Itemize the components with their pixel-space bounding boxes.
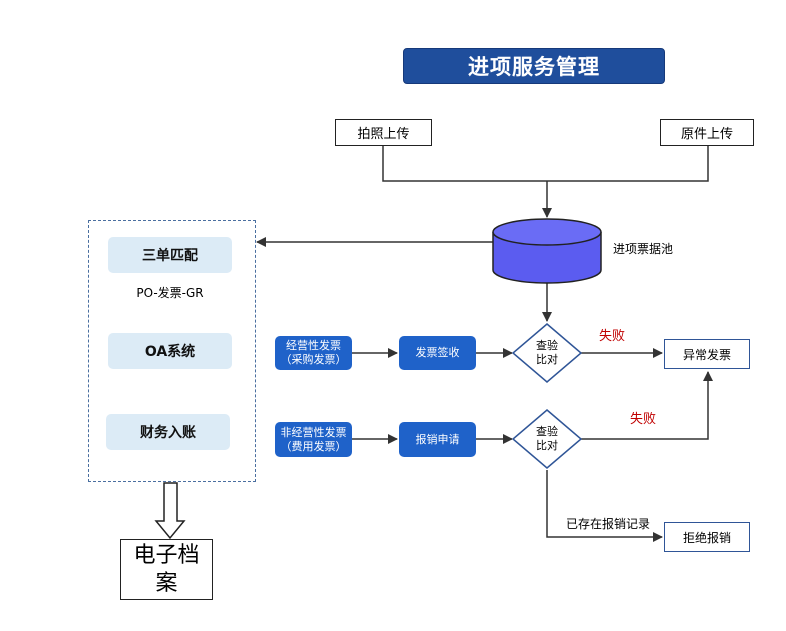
arrow-check2-to-reject bbox=[546, 470, 663, 542]
photo-upload-box: 拍照上传 bbox=[335, 119, 432, 146]
fail-label-1: 失败 bbox=[599, 328, 626, 344]
check-1-line1: 查验 bbox=[536, 339, 558, 352]
invoice-pool-label: 进项票据池 bbox=[613, 241, 674, 256]
non-operating-invoice-box: 非经营性发票 （费用发票） bbox=[275, 422, 352, 457]
oa-system-box: OA系统 bbox=[108, 333, 232, 369]
existing-record-label: 已存在报销记录 bbox=[566, 516, 651, 531]
check-diamond-1 bbox=[511, 323, 583, 383]
check-1-label: 查验 比对 bbox=[527, 338, 567, 368]
connector-photo-upload bbox=[382, 146, 547, 182]
reject-reimbursement-box: 拒绝报销 bbox=[664, 522, 750, 552]
po-invoice-gr-label: PO-发票-GR bbox=[136, 285, 204, 300]
page-title: 进项服务管理 bbox=[403, 48, 665, 84]
check-diamond-2 bbox=[511, 409, 583, 469]
finance-entry-box: 财务入账 bbox=[106, 414, 230, 450]
reimbursement-request-box: 报销申请 bbox=[399, 422, 476, 457]
check-2-line2: 比对 bbox=[536, 439, 558, 452]
operating-invoice-line1: 经营性发票 bbox=[286, 339, 341, 352]
non-operating-invoice-line1: 非经营性发票 bbox=[280, 425, 347, 439]
abnormal-invoice-box: 异常发票 bbox=[664, 339, 750, 369]
check-1-line2: 比对 bbox=[536, 353, 558, 366]
check-2-line1: 查验 bbox=[536, 425, 558, 438]
three-way-match-box: 三单匹配 bbox=[108, 237, 232, 273]
check-2-label: 查验 比对 bbox=[527, 424, 567, 454]
non-operating-invoice-line2: （费用发票） bbox=[280, 439, 347, 453]
archive-line2: 案 bbox=[155, 570, 178, 596]
operating-invoice-box: 经营性发票 （采购发票） bbox=[275, 336, 352, 370]
connector-original-upload bbox=[547, 146, 709, 182]
arrow-check2-to-abnormal bbox=[581, 371, 713, 440]
electronic-archive-box: 电子档 案 bbox=[120, 539, 213, 600]
archive-line1: 电子档 bbox=[133, 542, 200, 568]
original-upload-box: 原件上传 bbox=[660, 119, 754, 146]
operating-invoice-line2: （采购发票） bbox=[280, 353, 347, 366]
fail-label-2: 失败 bbox=[630, 411, 657, 427]
left-panel bbox=[88, 220, 256, 482]
archive-down-arrow bbox=[154, 482, 186, 540]
invoice-sign-box: 发票签收 bbox=[399, 336, 476, 370]
invoice-pool-cylinder bbox=[492, 218, 602, 284]
